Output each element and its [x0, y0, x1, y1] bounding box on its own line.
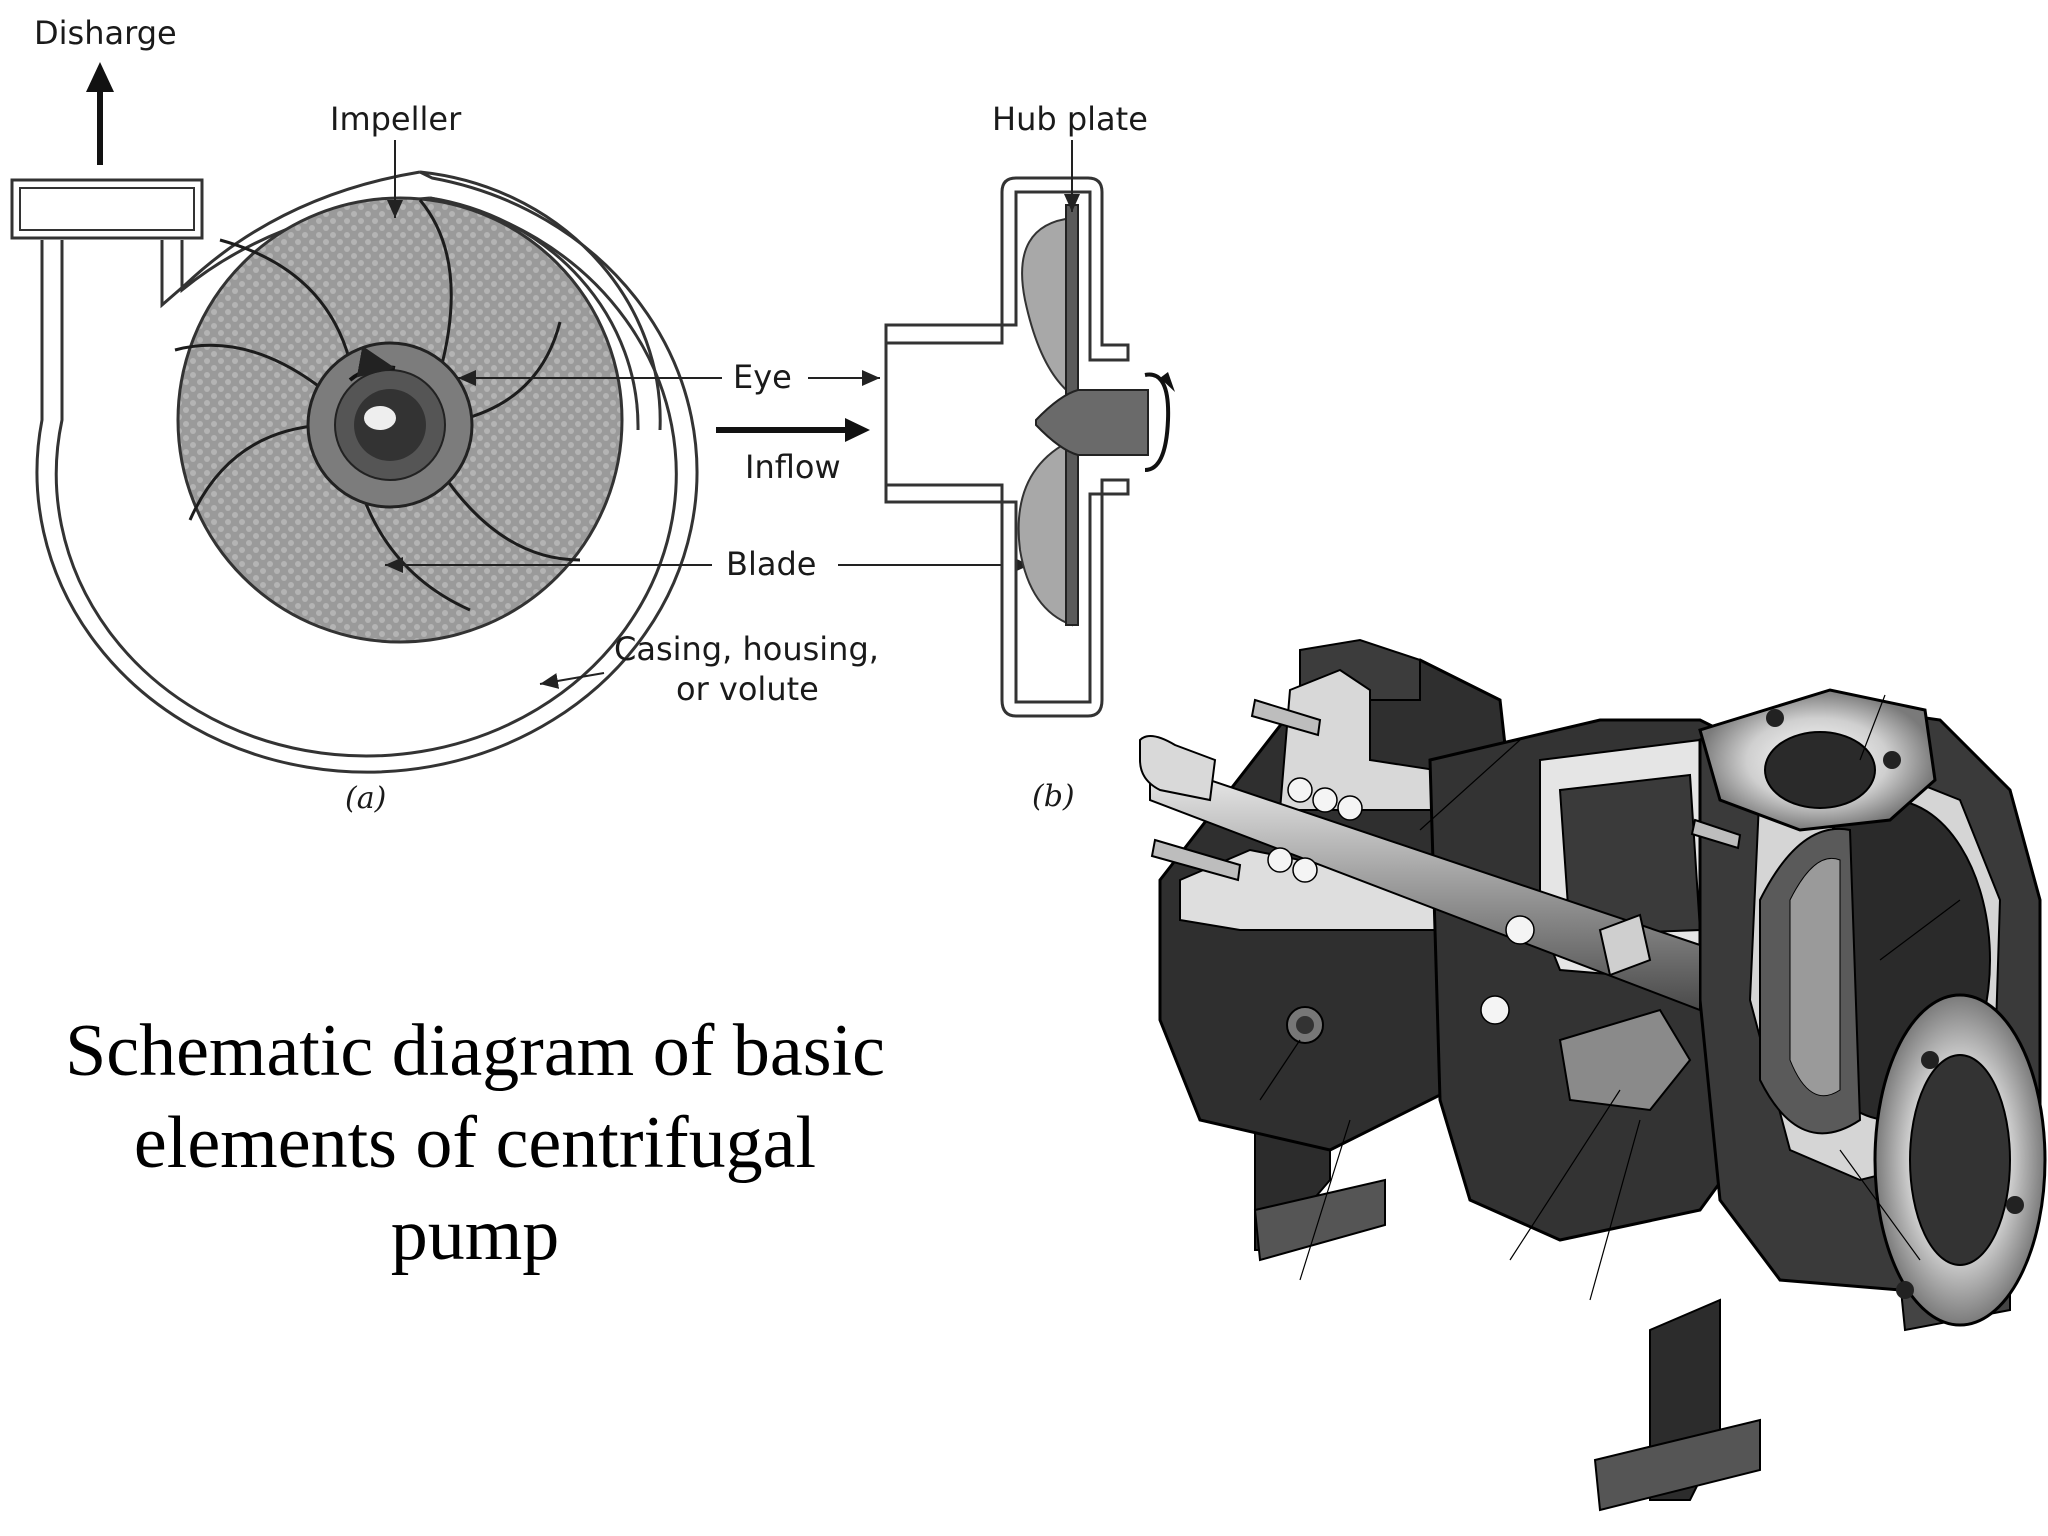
casing-lower: [884, 478, 1130, 718]
figure-a-sublabel: (a): [345, 781, 386, 816]
rotation-arrow: [1144, 372, 1171, 472]
casing-label-line1: Casing, housing,: [614, 630, 879, 668]
pump-cutaway-illustration: [1139, 638, 2047, 1512]
casing-upper: [884, 176, 1130, 362]
shaft: [1035, 389, 1149, 456]
caption-line-2: elements of centrifugal: [133, 1102, 817, 1184]
blade-upper: [1021, 216, 1073, 398]
eye-label: Eye: [733, 358, 792, 396]
figure-b-sublabel: (b): [1032, 779, 1075, 814]
figure-a: Disharge: [10, 14, 1030, 816]
figure-b: Hub plate (b): [884, 100, 1175, 814]
inflow-label: Inflow: [745, 448, 841, 486]
discharge-arrow: [86, 62, 114, 165]
casing-label-line2: or volute: [676, 670, 819, 708]
caption: Schematic diagram of basic elements of c…: [0, 1005, 950, 1281]
hub-plate-label: Hub plate: [992, 100, 1148, 138]
impeller: [174, 196, 624, 644]
blade-label: Blade: [726, 545, 816, 583]
impeller-blades: [174, 199, 581, 612]
impeller-label: Impeller: [330, 100, 462, 138]
volute-casing: [35, 170, 699, 774]
discharge-label: Disharge: [34, 14, 177, 52]
blade-lower: [1017, 438, 1073, 627]
caption-line-1: Schematic diagram of basic: [65, 1010, 885, 1092]
caption-line-3: pump: [390, 1194, 560, 1276]
discharge-nozzle: [10, 178, 204, 240]
